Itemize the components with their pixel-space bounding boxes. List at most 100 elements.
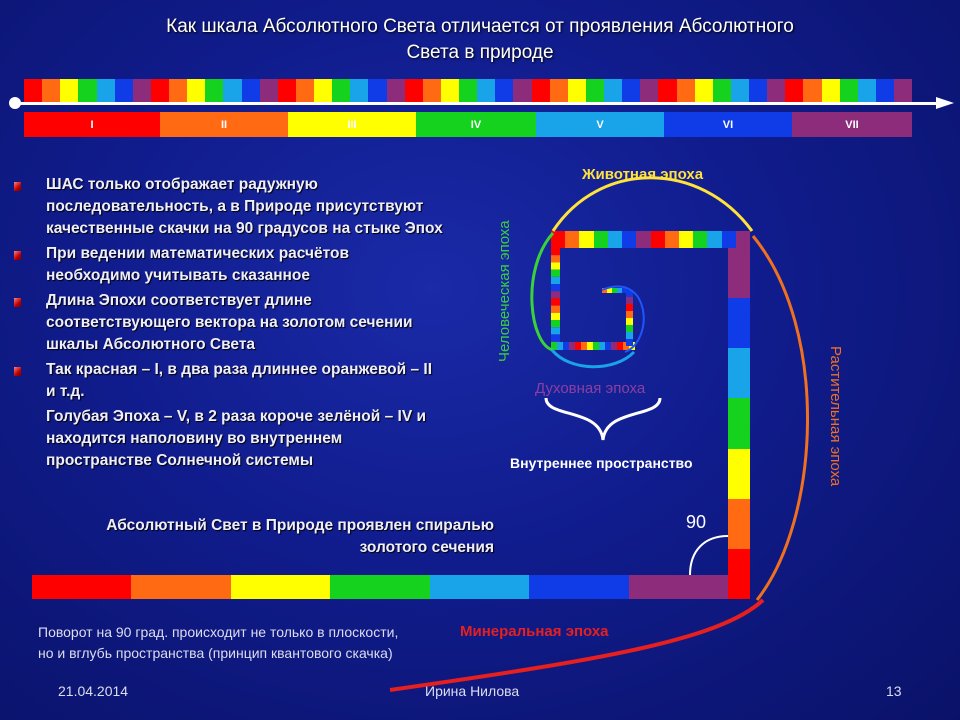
inner-spiral-segment <box>626 325 633 332</box>
rainbow-segment <box>767 79 786 104</box>
right-bar-segment <box>728 448 750 499</box>
inner-spiral-segment <box>551 291 560 299</box>
rainbow-segment <box>640 79 659 104</box>
mineral-epoch-arc <box>389 598 765 692</box>
rainbow-segment <box>749 79 768 104</box>
rainbow-segment <box>78 79 97 104</box>
top-bar-segment <box>622 231 637 248</box>
bullet-line: соответствующего вектора на золотом сече… <box>46 314 413 331</box>
bottom-note-line: но и вглубь пространства (принцип кванто… <box>38 645 393 661</box>
inner-spiral-segment <box>551 320 560 328</box>
inner-spiral-segment <box>551 298 560 306</box>
right-bar-segment <box>728 548 750 599</box>
bullet-line: Так красная – I, в два раза длиннее оран… <box>46 361 433 378</box>
top-bar-segment <box>650 231 665 248</box>
rainbow-segment <box>368 79 387 104</box>
top-bar-segment <box>678 231 694 248</box>
bullet-item: Так красная – I, в два раза длиннее оран… <box>14 359 504 403</box>
plant-epoch-arc <box>751 235 809 601</box>
inner-spiral-segment <box>551 269 560 277</box>
rainbow-segment <box>567 79 586 104</box>
bottom-bar-segment <box>230 575 331 599</box>
bullet-line: и т.д. <box>46 383 85 400</box>
inner-spiral-segment <box>587 342 593 350</box>
page-title: Как шкала Абсолютного Света отличается о… <box>0 14 960 66</box>
inner-spiral-segment <box>551 255 560 263</box>
bullet-line: последовательность, а в Природе присутст… <box>46 198 424 215</box>
bottom-bar-segment <box>429 575 530 599</box>
rainbow-segment <box>169 79 188 104</box>
top-bar-segment <box>735 231 751 248</box>
rainbow-segment <box>241 79 260 104</box>
inner-spiral-segment <box>551 312 560 320</box>
inner-spiral-segment <box>569 342 575 350</box>
rainbow-segment <box>295 79 314 104</box>
human-epoch-label: Человеческая эпоха <box>496 220 513 362</box>
rainbow-segment <box>277 79 296 104</box>
inner-spiral-segment <box>611 342 617 350</box>
bullet-line: шкалы Абсолютного Света <box>46 336 256 353</box>
bullet-marker-icon <box>14 251 21 260</box>
rainbow-segment <box>894 79 913 104</box>
rainbow-segment <box>114 79 133 104</box>
right-bar-segment <box>728 348 750 399</box>
inner-spiral-segment <box>551 327 560 335</box>
continuation-line: находится наполовину во внутреннем <box>46 430 343 447</box>
spiritual-epoch-arc <box>550 348 636 369</box>
rainbow-segment <box>604 79 623 104</box>
rainbow-segment <box>132 79 151 104</box>
inner-spiral-segment <box>605 342 611 350</box>
footer-author: Ирина Нилова <box>425 683 520 699</box>
inner-spiral-segment <box>599 342 605 350</box>
bullet-marker-icon <box>14 367 21 376</box>
epoch-segment: II <box>160 112 288 137</box>
inner-spiral-segment <box>551 262 560 270</box>
rainbow-segment <box>459 79 478 104</box>
rainbow-segment <box>622 79 641 104</box>
bullet-line: качественные скачки на 90 градусов на ст… <box>46 220 443 237</box>
bullet-line: необходимо учитывать сказанное <box>46 267 311 284</box>
top-bar-segment <box>607 231 623 248</box>
top-bar-segment <box>579 231 594 248</box>
inner-spiral-segment <box>617 288 622 293</box>
mineral-epoch-label: Минеральная эпоха <box>460 623 609 640</box>
scale-arrow-head-icon <box>936 97 954 109</box>
bottom-bar-segment <box>330 575 430 599</box>
footer-date: 21.04.2014 <box>58 683 129 699</box>
inner-spiral-segment <box>617 342 623 350</box>
inner-spiral-segment <box>607 288 612 293</box>
bottom-bar-segment <box>131 575 231 599</box>
rainbow-segment <box>404 79 423 104</box>
inner-spiral-segment <box>575 342 581 350</box>
inner-spiral-segment <box>622 288 627 293</box>
bottom-bar-segment <box>628 575 728 599</box>
epoch-segment: IV <box>416 112 536 137</box>
bottom-note: Поворот на 90 град. происходит не только… <box>38 622 398 664</box>
top-bar-segment <box>721 231 736 248</box>
continuation-line: Голубая Эпоха – V, в 2 раза короче зелён… <box>46 408 426 425</box>
inner-space-label: Внутреннее пространство <box>510 455 693 471</box>
rainbow-segment <box>785 79 804 104</box>
continuation-line: пространстве Солнечной системы <box>46 452 314 469</box>
footer-page-number: 13 <box>886 683 902 699</box>
inner-spiral-segment <box>551 334 560 342</box>
epoch-segment: III <box>288 112 416 137</box>
inner-spiral-segment <box>551 342 557 350</box>
title-line-1: Как шкала Абсолютного Света отличается о… <box>166 16 794 37</box>
spiritual-epoch-label: Духовная эпоха <box>535 380 646 397</box>
bottom-bar-segment <box>529 575 629 599</box>
title-line-2: Света в природе <box>406 42 554 63</box>
rainbow-segment <box>549 79 568 104</box>
angle-arc <box>689 535 729 576</box>
right-bar-segment <box>728 398 750 449</box>
rainbow-segment <box>60 79 79 104</box>
rainbow-segment <box>187 79 206 104</box>
top-bar-segment <box>565 231 580 248</box>
rainbow-segment <box>259 79 278 104</box>
spiral-right-bar <box>728 248 750 599</box>
top-bar-segment <box>551 231 566 248</box>
